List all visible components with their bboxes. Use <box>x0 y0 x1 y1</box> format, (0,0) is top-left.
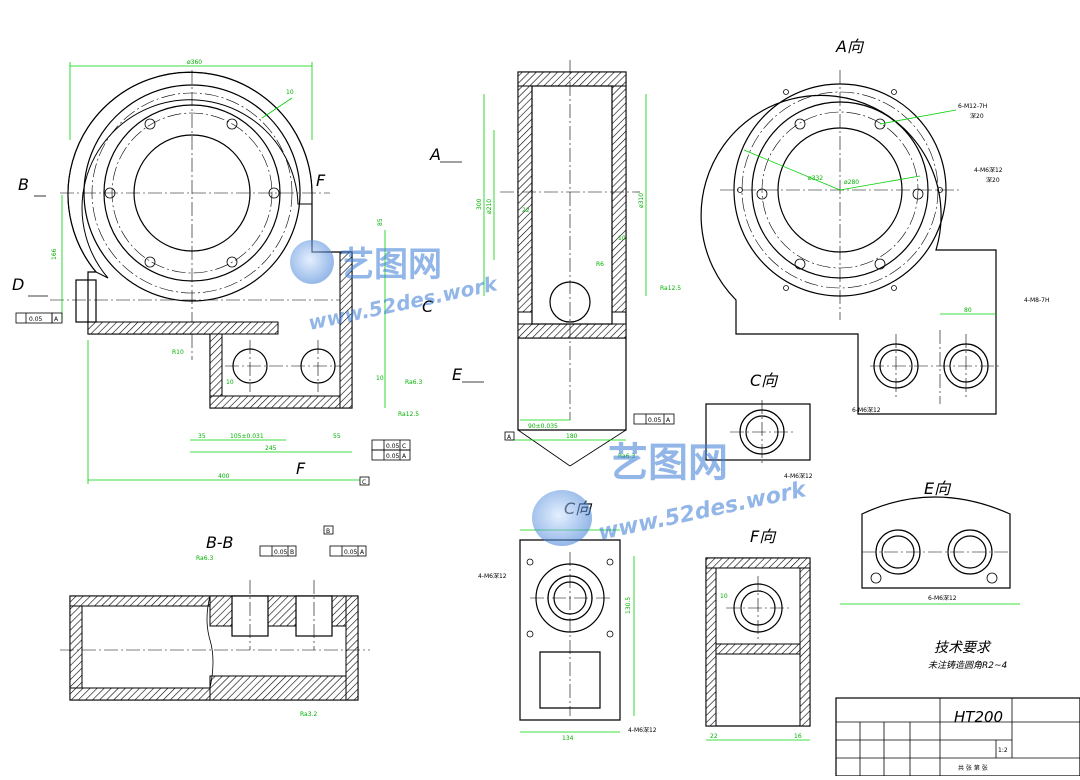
label-c: C <box>422 297 434 316</box>
roughness-side-1: Ra12.5 <box>660 285 681 292</box>
dim-side-22: 22 <box>522 207 530 214</box>
c-note: 4-M6深12 <box>478 572 507 580</box>
svg-text:艺图网: 艺图网 <box>608 440 728 486</box>
a-view <box>700 70 1000 415</box>
a-note3: 4-M8-7H <box>1024 297 1049 304</box>
notes-heading: 技术要求 <box>934 640 992 656</box>
side-view <box>483 60 647 467</box>
bb-section <box>60 580 370 701</box>
title-scale: 1:2 <box>998 747 1008 754</box>
title-material: HT200 <box>954 708 1003 726</box>
c-view-small-title: C向 <box>750 371 779 390</box>
svg-text:A: A <box>666 417 671 424</box>
dim-front-35: 35 <box>198 433 206 440</box>
dim-side-300: 300 <box>476 198 483 210</box>
dim-front-r10: R10 <box>172 349 184 356</box>
f-dim-10: 10 <box>720 593 728 600</box>
dim-front-105: 105±0.031 <box>230 433 264 440</box>
dim-front-55: 55 <box>333 433 341 440</box>
roughness-side-2: Ra6.3 <box>618 453 635 460</box>
label-f-bottom: F <box>296 459 306 478</box>
svg-text:A: A <box>360 549 365 556</box>
e-view <box>840 496 1020 605</box>
svg-text:A: A <box>402 453 407 460</box>
e-note: 6-M6深12 <box>928 594 957 602</box>
dim-side-10: 10 <box>618 235 626 242</box>
title-sheet: 共 张 第 张 <box>958 764 988 772</box>
roughness-front-1: Ra6.3 <box>405 379 422 386</box>
roughness-front-2: Ra12.5 <box>398 411 419 418</box>
dim-side-phi-a: ø210 <box>486 199 493 214</box>
datum-a: A <box>507 434 512 441</box>
svg-text:0.05: 0.05 <box>386 443 400 450</box>
dim-front-top: ø360 <box>187 59 202 66</box>
datum-a-box <box>504 431 515 441</box>
svg-text:0.05: 0.05 <box>274 549 288 556</box>
dim-front-245: 245 <box>265 445 277 452</box>
roughness-bb-2: Ra3.2 <box>300 711 317 718</box>
label-e: E <box>452 365 463 384</box>
f-dim-22: 22 <box>710 733 718 740</box>
dim-front-10a: 10 <box>226 379 234 386</box>
dim-side-phi-b: ø310 <box>638 193 645 208</box>
label-d: D <box>12 275 24 294</box>
c-note-small: 4-M6深12 <box>784 472 813 480</box>
c-note-bottom: 4-M6深12 <box>628 726 657 734</box>
c-dim-130: 130.5 <box>625 597 632 614</box>
datum-c-box <box>359 476 370 486</box>
notes-line1: 未注铸造圆角R2~4 <box>928 660 1008 671</box>
svg-text:0.05: 0.05 <box>386 453 400 460</box>
dim-front-wall: 10 <box>286 89 294 96</box>
title-block <box>835 697 1080 777</box>
svg-text:B: B <box>326 528 330 535</box>
svg-text:A: A <box>54 316 59 323</box>
f-view <box>705 557 811 741</box>
svg-text:0.05: 0.05 <box>648 417 662 424</box>
front-view <box>50 62 386 484</box>
dim-side-180: 180 <box>566 433 578 440</box>
a-dim-phi: ø332 <box>808 175 823 182</box>
tolerance-frame-1: 0.05 A <box>15 312 63 324</box>
a-note2b: 深20 <box>986 176 1000 184</box>
label-b: B <box>18 175 29 194</box>
c-dim-134: 134 <box>562 735 574 742</box>
a-view-title: A向 <box>835 37 865 56</box>
e-note-a: 6-M6深12 <box>852 406 881 414</box>
a-dim-phi2: ø280 <box>844 179 859 186</box>
f-view-title: F向 <box>750 527 777 546</box>
svg-text:艺图网: 艺图网 <box>340 245 442 285</box>
label-a: A <box>429 145 441 164</box>
a-note1: 6-M12-7H <box>958 103 987 110</box>
f-dim-16: 16 <box>794 733 802 740</box>
dim-side-bottom: 90±0.035 <box>528 423 558 430</box>
a-note2: 4-M6深12 <box>974 166 1003 174</box>
tolerance-frame-side: 0.05 A <box>633 413 675 425</box>
dim-front-bottom-total: 400 <box>218 473 230 480</box>
bb-tolerances: 0.05 B 0.05 A B <box>259 525 367 557</box>
dim-front-height: 166 <box>51 248 58 260</box>
svg-text:C: C <box>402 443 406 450</box>
c-view-small <box>705 400 811 464</box>
watermark-top: 艺图网 www.52des.work <box>290 240 501 335</box>
label-f-top: F <box>316 171 326 190</box>
dim-front-85: 85 <box>377 218 384 226</box>
a-note1b: 深20 <box>970 112 984 120</box>
datum-c: C <box>362 479 366 486</box>
dim-front-10b: 10 <box>376 375 384 382</box>
c-view <box>519 529 635 733</box>
svg-text:B: B <box>290 549 294 556</box>
svg-text:www.52des.work: www.52des.work <box>596 477 809 546</box>
bb-title: B-B <box>206 533 233 552</box>
dim-side-r6: R6 <box>596 261 604 268</box>
svg-text:0.05: 0.05 <box>29 316 43 323</box>
e-view-title: E向 <box>924 479 952 498</box>
tolerance-frame-2: 0.05 C 0.05 A <box>371 439 411 461</box>
svg-text:0.05: 0.05 <box>344 549 358 556</box>
a-dim-80: 80 <box>964 307 972 314</box>
roughness-bb-1: Ra6.3 <box>196 555 213 562</box>
